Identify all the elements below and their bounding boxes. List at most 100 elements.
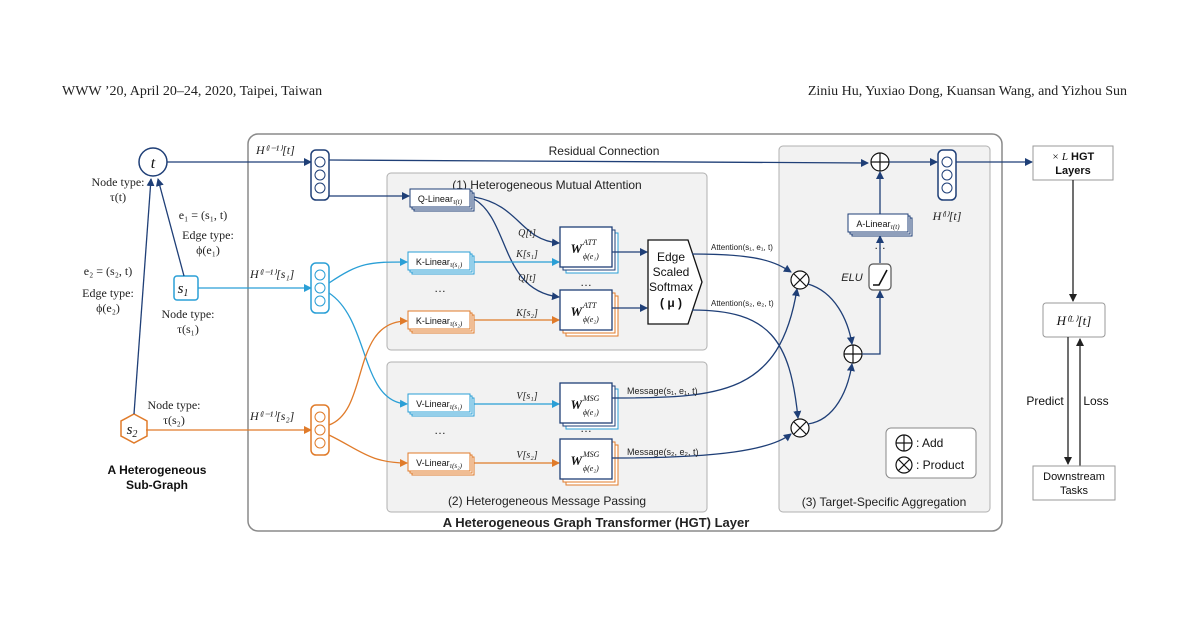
q-to-watt2-arrow bbox=[473, 198, 560, 301]
elu-curve-icon bbox=[873, 269, 888, 286]
k2-label: K[s₂] bbox=[515, 308, 538, 319]
product2-to-add-arrow bbox=[807, 363, 855, 425]
subgraph-caption-2: Sub-Graph bbox=[126, 478, 188, 492]
h-out-label: H⁽ˡ⁾[t] bbox=[932, 209, 962, 223]
svg-text:V-Linearτ(s₂): V-Linearτ(s₂) bbox=[416, 458, 463, 470]
product1-to-add-arrow bbox=[807, 283, 855, 345]
w-msg-2: W MSG ϕ(e₂) bbox=[559, 438, 619, 486]
elu-label: ELU bbox=[841, 272, 862, 284]
svg-text:K-Linearτ(s₁): K-Linearτ(s₁) bbox=[416, 257, 463, 269]
q2-label: Q[t] bbox=[518, 273, 536, 284]
h-s1-label: H⁽ˡ⁻¹⁾[s₁] bbox=[249, 267, 295, 281]
softmax-l1: Edge bbox=[657, 250, 685, 264]
downstream-l1: Downstream bbox=[1043, 471, 1105, 483]
a-linear-box: A-Linearτ(t) bbox=[847, 213, 913, 237]
attention-2-label: Attention(s₂, e₂, t) bbox=[711, 299, 774, 308]
subgraph-caption-1: A Heterogeneous bbox=[108, 463, 207, 477]
legend-product-icon bbox=[895, 456, 913, 474]
s1-type-label: Node type: bbox=[162, 307, 215, 321]
residual-label: Residual Connection bbox=[549, 144, 660, 158]
k-linear-dots: … bbox=[434, 281, 446, 295]
e1-type-label: Edge type: bbox=[182, 228, 234, 242]
attention-1-label: Attention(s₁, e₁, t) bbox=[711, 243, 773, 252]
layers-line2: Layers bbox=[1055, 165, 1090, 177]
svg-text:ATT: ATT bbox=[582, 301, 597, 310]
residual-arrow bbox=[328, 158, 869, 167]
v2-label: V[s₂] bbox=[516, 450, 537, 461]
legend-add-label: : Add bbox=[916, 436, 943, 450]
node-s1-label: s1 bbox=[178, 281, 189, 299]
header-left: WWW ’20, April 20–24, 2020, Taipei, Taiw… bbox=[62, 84, 323, 99]
q1-label: Q[t] bbox=[518, 228, 536, 239]
e1-def: e₁ = (s₁, t) bbox=[179, 208, 227, 222]
node-s2 bbox=[120, 413, 148, 444]
product-2-icon bbox=[790, 418, 810, 438]
add-residual-icon bbox=[870, 152, 890, 172]
softmax-l3: Softmax bbox=[649, 280, 693, 294]
legend-product-label: : Product bbox=[916, 458, 965, 472]
vector-h-out bbox=[937, 149, 957, 201]
k1-label: K[s₁] bbox=[515, 249, 538, 260]
s2-to-klinear-arrow bbox=[328, 317, 408, 426]
svg-text:ϕ(e₂): ϕ(e₂) bbox=[583, 315, 599, 324]
downstream-l2: Tasks bbox=[1060, 485, 1089, 497]
v-linear-box-2: V-Linearτ(s₂) bbox=[407, 452, 475, 476]
w-att-dots: … bbox=[580, 275, 592, 289]
h-s2-label: H⁽ˡ⁻¹⁾[s₂] bbox=[249, 409, 295, 423]
k-linear-box-2: K-Linearτ(s₂) bbox=[407, 310, 475, 334]
vector-h-s2 bbox=[310, 404, 330, 456]
q-linear-box: Q-Linearτ(t) bbox=[409, 188, 475, 212]
message-panel bbox=[386, 361, 708, 513]
w-msg-dots: … bbox=[580, 421, 592, 435]
edge-e1 bbox=[155, 178, 185, 277]
t-type-value: τ(t) bbox=[110, 190, 126, 204]
w-att-2: W ATT ϕ(e₂) bbox=[559, 289, 619, 337]
message-2-label: Message(s₂, e₂, t) bbox=[627, 447, 699, 457]
attention-1-arrow bbox=[691, 253, 792, 273]
add-sum-icon bbox=[843, 344, 863, 364]
svg-text:K-Linearτ(s₂): K-Linearτ(s₂) bbox=[416, 316, 463, 328]
h-final-label: H⁽ᴸ⁾[t] bbox=[1056, 313, 1092, 328]
attention-title: (1) Heterogeneous Mutual Attention bbox=[452, 178, 641, 192]
svg-text:ϕ(e₁): ϕ(e₁) bbox=[583, 408, 599, 417]
vector-h-s1 bbox=[310, 262, 330, 314]
aggregation-title: (3) Target-Specific Aggregation bbox=[802, 495, 967, 509]
svg-text:MSG: MSG bbox=[582, 450, 600, 459]
s1-type-value: τ(s₁) bbox=[177, 322, 199, 336]
w-att-1: W ATT ϕ(e₁) bbox=[559, 226, 619, 274]
e2-type-value: ϕ(e₂) bbox=[96, 301, 120, 315]
svg-text:Q-Linearτ(t): Q-Linearτ(t) bbox=[418, 194, 463, 206]
k-linear-box-1: K-Linearτ(s₁) bbox=[407, 251, 475, 275]
svg-text:W: W bbox=[570, 453, 583, 468]
message-title: (2) Heterogeneous Message Passing bbox=[448, 494, 646, 508]
s2-to-vlinear-arrow bbox=[328, 434, 408, 467]
layers-box bbox=[1032, 145, 1114, 181]
e1-type-value: ϕ(e₁) bbox=[196, 243, 220, 257]
layer-caption: A Heterogeneous Graph Transformer (HGT) … bbox=[443, 515, 750, 530]
node-t-label: t bbox=[151, 155, 156, 172]
svg-text:W: W bbox=[570, 397, 583, 412]
header-right: Ziniu Hu, Yuxiao Dong, Kuansan Wang, and… bbox=[807, 84, 1127, 99]
loss-label: Loss bbox=[1083, 394, 1108, 408]
message-2-arrow bbox=[611, 433, 792, 459]
node-s2-label: s2 bbox=[127, 422, 138, 440]
message-1-label: Message(s₁, e₁, t) bbox=[627, 386, 698, 396]
svg-text:W: W bbox=[570, 241, 583, 256]
h-t-label: H⁽ˡ⁻¹⁾[t] bbox=[255, 143, 295, 157]
message-1-arrow bbox=[611, 288, 800, 399]
s1-to-klinear-arrow bbox=[328, 258, 408, 284]
elu-box bbox=[868, 263, 892, 291]
w-msg-1: W MSG ϕ(e₁) bbox=[559, 382, 619, 430]
s2-type-value: τ(s₂) bbox=[163, 413, 185, 427]
svg-text:MSG: MSG bbox=[582, 394, 600, 403]
vector-h-t bbox=[310, 149, 330, 201]
v1-label: V[s₁] bbox=[516, 391, 537, 402]
add-to-elu-arrow bbox=[862, 290, 884, 355]
h-final-box bbox=[1042, 302, 1106, 338]
predict-label: Predict bbox=[1026, 394, 1064, 408]
v-linear-box-1: V-Linearτ(s₁) bbox=[407, 393, 475, 417]
softmax-l2: Scaled bbox=[653, 265, 690, 279]
aggregation-panel bbox=[778, 145, 991, 513]
